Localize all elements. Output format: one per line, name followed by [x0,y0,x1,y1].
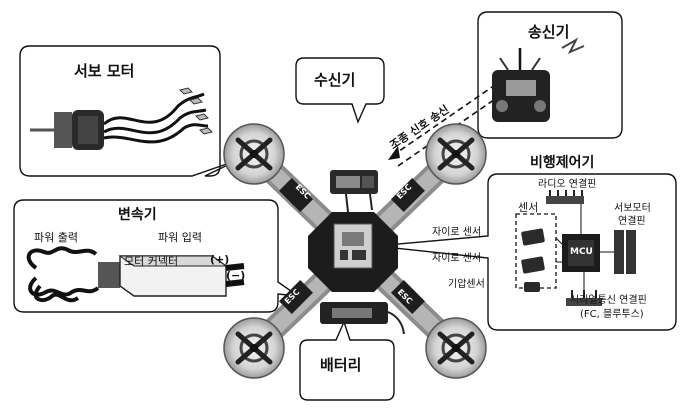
transmitter-label: 송신기 [528,23,570,41]
serial-pin-label-line1: 시리얼통신 연결핀 [570,295,647,306]
servo-pin-header [614,230,636,274]
flight-controller-callout [375,173,677,331]
transmission-label: 변속기 [118,207,157,223]
servo-motor-icon [30,87,213,150]
battery-callout [299,320,395,401]
serial-pin-label-line2: (FC, 블루투스) [580,309,644,320]
power-input-label: 파워 입력 [158,231,202,244]
propeller-bottom-left [223,317,285,379]
barometric-sensor-label: 기압센서 [448,279,485,290]
mcu-label: MCU [570,247,593,257]
propeller-top-right [425,123,487,185]
battery-label: 배터리 [320,356,362,374]
propeller-bottom-right [425,317,487,379]
esc-bottom-left [279,280,313,314]
esc-top-right [391,178,425,212]
plus-terminal-label: (+) [210,253,230,266]
esc-top-left [279,178,313,212]
minus-terminal-label: (−) [226,269,246,282]
receiver-callout [295,57,385,124]
serial-pin-header [566,290,602,306]
transmission-device-icon [26,246,245,303]
flight-controller-board-icon [515,190,636,306]
sensor-label: 센서 [518,201,539,214]
servo-pin-label-line2: 연결핀 [618,216,646,227]
radio-pin-header [546,190,584,204]
receiver-device-icon [330,170,378,213]
servo-motor-label: 서보 모터 [74,62,135,80]
transmitter-icon [492,37,585,122]
gyro-sensor-label-2: 자이로 센서 [432,253,482,264]
flight-controller-label: 비행제어기 [530,155,595,171]
esc-bottom-right [391,280,425,314]
receiver-label: 수신기 [314,71,356,89]
gyro-sensor-label-1: 자이로 센서 [432,227,482,238]
propeller-top-left [223,123,285,185]
motor-connector-label: 모터 커넥터 [124,255,179,268]
battery-device-icon [320,302,405,335]
servo-pin-label-line1: 서보모터 [614,203,651,214]
power-output-label: 파워 출력 [34,231,78,244]
radio-pin-label: 라디오 연결핀 [538,179,597,190]
center-hub [308,212,398,292]
